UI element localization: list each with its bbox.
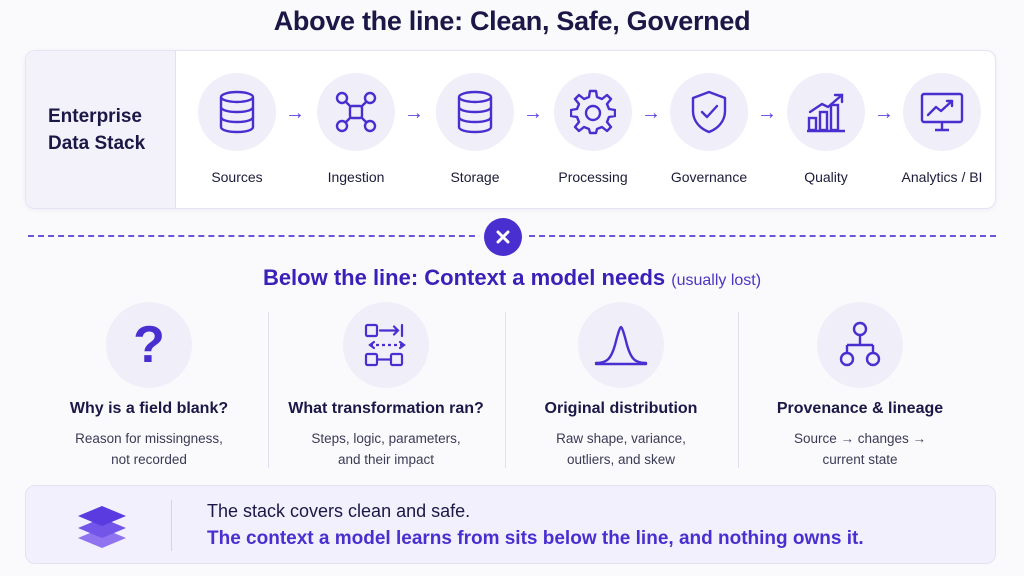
stage-ingestion-label: Ingestion <box>327 169 385 185</box>
context-description: Source → changes → current state <box>748 428 972 470</box>
stage-analytics-bi-label: Analytics / BI <box>901 169 983 185</box>
stage-quality: Quality <box>771 73 881 185</box>
context-column-missingness: ? Why is a field blank? Reason for missi… <box>40 302 258 470</box>
stage-processing: Processing <box>538 73 648 185</box>
context-desc-line1: Steps, logic, parameters, <box>311 431 461 446</box>
arrow-right-icon: → <box>757 102 777 124</box>
stage-processing-label: Processing <box>558 169 628 185</box>
stage-quality-label: Quality <box>804 169 848 185</box>
context-desc-line2: and their impact <box>337 452 435 467</box>
stack-label: Enterprise Data Stack <box>26 51 176 208</box>
stage-storage: Storage <box>420 73 530 185</box>
bell-curve-icon <box>594 325 648 366</box>
stage-storage-label: Storage <box>450 169 500 185</box>
context-heading: Provenance & lineage <box>776 400 944 417</box>
arrow-right-icon: → <box>523 102 543 124</box>
title-below-line: Below the line: Context a model needs (u… <box>0 265 1024 291</box>
summary-line2: The context a model learns from sits bel… <box>207 528 864 549</box>
context-description: Raw shape, variance, outliers, and skew <box>512 428 730 470</box>
stage-sources-label: Sources <box>211 169 263 185</box>
gear-icon <box>570 89 616 135</box>
context-heading: Why is a field blank? <box>69 400 229 417</box>
stage-ingestion: Ingestion <box>301 73 411 185</box>
close-x-badge <box>484 218 522 256</box>
bottom-summary-card: The stack covers clean and safe. The con… <box>25 485 996 564</box>
context-column-distribution: Original distribution Raw shape, varianc… <box>512 302 730 470</box>
context-description: Reason for missingness, not recorded <box>40 428 258 470</box>
x-icon <box>496 230 510 244</box>
context-circle <box>817 302 903 388</box>
context-desc-line1: Source → changes → <box>793 431 927 446</box>
summary-line1: The stack covers clean and safe. <box>207 501 471 521</box>
title-below-sub: (usually lost) <box>671 272 762 289</box>
database-icon <box>219 90 255 134</box>
database-icon <box>457 90 493 134</box>
arrow-right-icon: → <box>641 102 661 124</box>
context-desc-line2: not recorded <box>111 452 187 467</box>
context-column-transformation: What transformation ran? Steps, logic, p… <box>275 302 497 470</box>
stage-ingestion-circle <box>317 73 395 151</box>
context-circle <box>343 302 429 388</box>
summary-separator <box>171 500 172 551</box>
arrow-right-icon: → <box>285 102 305 124</box>
context-column-provenance: Provenance & lineage Source → changes → … <box>748 302 972 470</box>
stage-analytics-bi: Analytics / BI <box>887 73 995 185</box>
context-desc-line1: Raw shape, variance, <box>556 431 686 446</box>
stage-governance-circle <box>670 73 748 151</box>
stack-label-line1: Enterprise <box>48 105 142 127</box>
enterprise-data-stack-card: Enterprise Data Stack Sources → Ingesti <box>25 50 996 209</box>
column-separator <box>505 312 506 468</box>
stage-governance: Governance <box>654 73 764 185</box>
context-desc-line1: Reason for missingness, <box>75 431 223 446</box>
column-separator <box>268 312 269 468</box>
transformation-flow-icon <box>364 323 406 367</box>
context-desc-line2: outliers, and skew <box>566 452 676 467</box>
stage-sources-circle <box>198 73 276 151</box>
monitor-chart-icon <box>920 92 964 132</box>
context-description: Steps, logic, parameters, and their impa… <box>275 428 497 470</box>
stage-storage-circle <box>436 73 514 151</box>
context-desc-line2: current state <box>822 452 898 467</box>
column-separator <box>738 312 739 468</box>
stage-governance-label: Governance <box>670 169 748 185</box>
stage-analytics-bi-circle <box>903 73 981 151</box>
network-nodes-icon <box>335 91 377 133</box>
shield-check-icon <box>691 90 727 134</box>
title-above-line: Above the line: Clean, Safe, Governed <box>273 6 751 36</box>
context-heading: What transformation ran? <box>288 400 484 417</box>
stage-quality-circle <box>787 73 865 151</box>
stage-processing-circle <box>554 73 632 151</box>
arrow-right-icon: → <box>404 102 424 124</box>
lineage-tree-icon <box>839 321 881 367</box>
bar-chart-up-icon <box>807 93 845 133</box>
question-icon: ? <box>133 316 165 374</box>
context-circle: ? <box>106 302 192 388</box>
layers-icon <box>74 498 130 554</box>
title-below-main: Below the line: Context a model needs <box>262 265 666 290</box>
context-circle <box>578 302 664 388</box>
context-heading: Original distribution <box>544 400 698 417</box>
arrow-right-icon: → <box>874 102 894 124</box>
stack-label-line2: Data Stack <box>48 132 146 154</box>
stage-sources: Sources <box>182 73 292 185</box>
